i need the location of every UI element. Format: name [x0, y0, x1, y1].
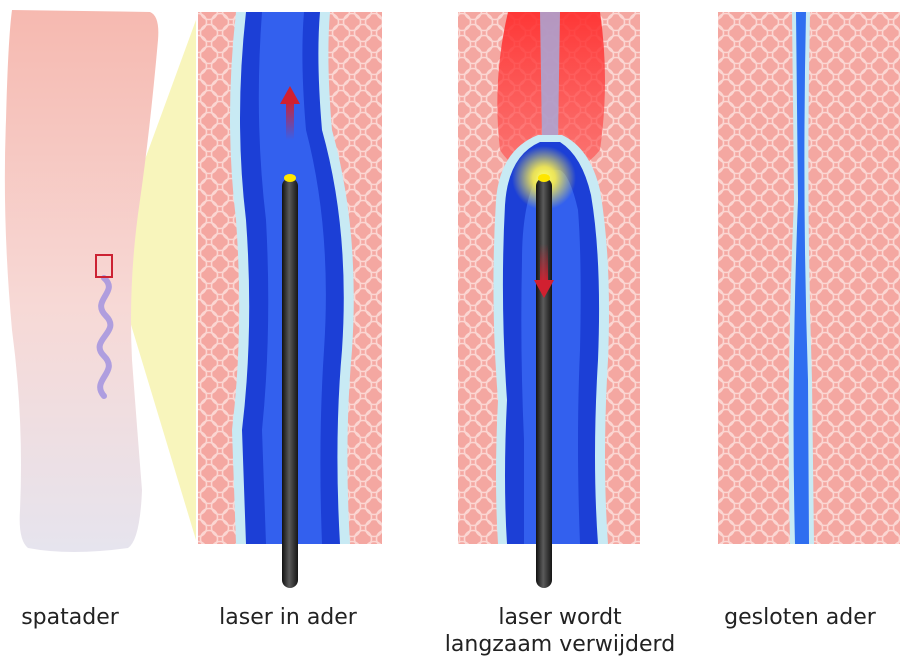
panel-laser-in-vein [198, 12, 382, 588]
leg-illustration [5, 10, 196, 552]
laser-fiber [282, 178, 298, 588]
caption-laser-withdrawn: laser wordt langzaam verwijderd [440, 604, 680, 658]
caption-closed-vein: gesloten ader [700, 604, 900, 631]
figure [0, 0, 900, 600]
caption-laser-in-vein: laser in ader [196, 604, 380, 631]
caption-text-line-1: laser wordt [440, 604, 680, 631]
caption-text: gesloten ader [700, 604, 900, 631]
closed-vein-segment [540, 12, 560, 140]
caption-varicose-vein: spatader [0, 604, 140, 631]
laser-tip [538, 174, 550, 182]
panel-laser-withdrawn [458, 12, 640, 588]
caption-text: spatader [0, 604, 140, 631]
caption-text-line-2: langzaam verwijderd [440, 631, 680, 658]
laser-fiber [536, 178, 552, 588]
panel-closed-vein [718, 12, 900, 544]
laser-tip [284, 174, 296, 182]
caption-text: laser in ader [196, 604, 380, 631]
